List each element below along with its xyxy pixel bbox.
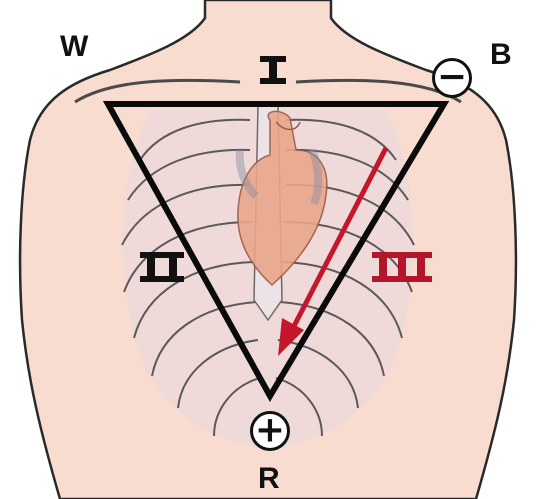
positive-terminal: + [250, 411, 290, 451]
negative-terminal: − [432, 58, 472, 98]
label-top-right: B [490, 38, 512, 72]
plus-icon: + [253, 412, 287, 448]
label-bottom: R [258, 462, 280, 496]
minus-icon: − [435, 59, 469, 95]
lead-three-symbol [372, 252, 432, 282]
label-top-left: W [60, 30, 88, 64]
